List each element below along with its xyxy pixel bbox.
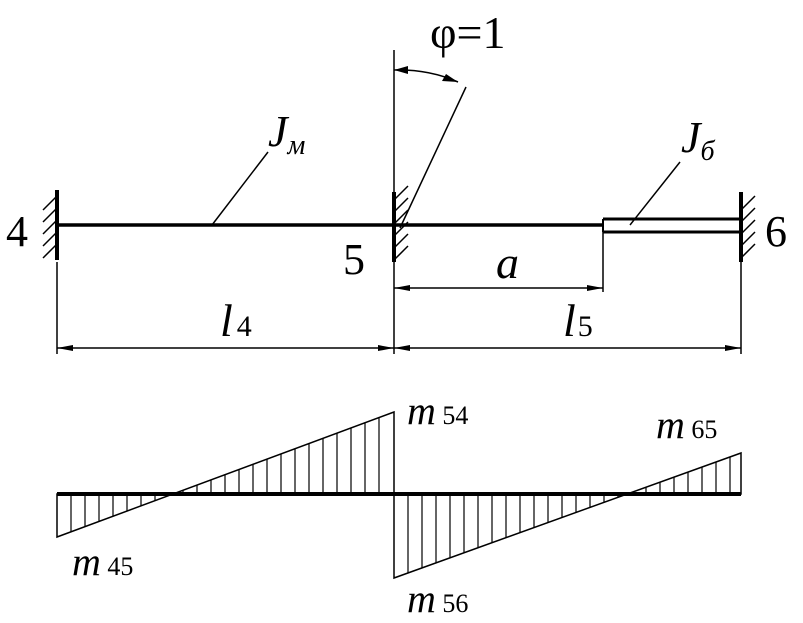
- stiff-segment: [602, 217, 741, 234]
- m45-label: m 45: [72, 539, 133, 584]
- moment-area-4-5: [56, 410, 395, 539]
- dimension-l4-l5: [56, 262, 742, 354]
- fixed-support-middle: [392, 185, 409, 262]
- leader-jm: [211, 151, 269, 226]
- m65-label: m 65: [656, 402, 717, 447]
- hatching-left: [70, 417, 380, 532]
- m56-label: m 56: [407, 576, 468, 621]
- dim-l5-label: l5: [563, 295, 593, 346]
- rotation-indicator: [393, 50, 467, 229]
- node-5-label: 5: [343, 235, 365, 284]
- hatching-right: [407, 456, 731, 573]
- dimension-a: [394, 232, 604, 292]
- m54-label: m 54: [407, 388, 468, 433]
- fixed-support-right: [739, 192, 756, 262]
- dim-a-label: a: [496, 237, 519, 288]
- stiffness-jm-label: Jм: [268, 107, 306, 161]
- fixed-support-left: [42, 190, 59, 260]
- rotation-label: φ=1: [430, 7, 506, 58]
- stiffness-jb-label: Jб: [681, 113, 716, 167]
- node-4-label: 4: [6, 207, 28, 256]
- beam-scheme: [42, 50, 756, 354]
- node-6-label: 6: [765, 207, 787, 256]
- leader-jb: [629, 161, 681, 226]
- moment-diagram: [56, 410, 742, 580]
- moment-area-5-6: [393, 451, 742, 580]
